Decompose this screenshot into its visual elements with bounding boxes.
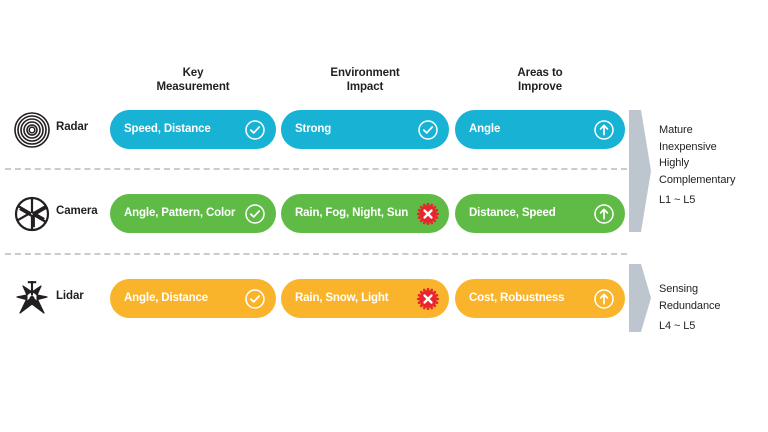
x-burst-icon [417,202,439,225]
note-lines: Sensing Redundance [659,283,721,312]
note-level: L4 ~ L5 [659,320,696,332]
check-circle-icon [244,288,266,310]
check-circle-icon [244,119,266,141]
check-circle-icon [244,203,266,225]
table-row: Radar Speed, Distance Strong Angle [0,108,640,152]
pill-radar-environment-impact[interactable]: Strong [281,110,449,149]
pill-label: Rain, Snow, Light [295,292,389,304]
radar-waves-icon [8,106,56,154]
lidar-burst-icon [8,275,56,323]
row-divider [5,168,627,170]
column-header-areas-to-improve: Areas to Improve [517,67,563,93]
note-level: L1 ~ L5 [659,194,696,206]
pill-camera-environment-impact[interactable]: Rain, Fog, Night, Sun [281,194,449,233]
pill-lidar-areas-to-improve[interactable]: Cost, Robustness [455,279,625,318]
pill-radar-key-measurement[interactable]: Speed, Distance [110,110,276,149]
row-divider [5,253,627,255]
grouping-arrow-icon [629,110,651,232]
pill-lidar-environment-impact[interactable]: Rain, Snow, Light [281,279,449,318]
note-mature-inexpensive: Mature Inexpensive Highly Complementary … [659,122,763,209]
column-header-environment-impact: Environment Impact [330,67,400,93]
note-lines: Mature Inexpensive Highly Complementary [659,124,736,186]
pill-label: Angle, Pattern, Color [124,207,236,219]
pill-label: Speed, Distance [124,123,211,135]
column-header-key-measurement: Key Measurement [156,67,230,93]
pill-label: Rain, Fog, Night, Sun [295,207,409,219]
arrow-up-circle-icon [593,288,615,310]
pill-camera-areas-to-improve[interactable]: Distance, Speed [455,194,625,233]
pill-radar-areas-to-improve[interactable]: Angle [455,110,625,149]
row-label-radar: Radar [56,121,89,133]
pill-label: Angle, Distance [124,292,209,304]
row-label-lidar: Lidar [56,290,84,302]
table-row: Camera Angle, Pattern, Color Rain, Fog, … [0,192,640,236]
pill-label: Angle [469,123,501,135]
arrow-up-circle-icon [593,119,615,141]
row-label-camera: Camera [56,205,98,217]
pill-lidar-key-measurement[interactable]: Angle, Distance [110,279,276,318]
note-sensing-redundance: Sensing Redundance L4 ~ L5 [659,281,763,335]
pill-label: Strong [295,123,332,135]
camera-aperture-icon [8,190,56,238]
pill-label: Cost, Robustness [469,292,565,304]
check-circle-icon [417,119,439,141]
table-row: Lidar Angle, Distance Rain, Snow, Light [0,277,640,321]
pill-label: Distance, Speed [469,207,556,219]
arrow-up-circle-icon [593,203,615,225]
x-burst-icon [417,287,439,310]
pill-camera-key-measurement[interactable]: Angle, Pattern, Color [110,194,276,233]
grouping-arrow-icon [629,264,651,332]
